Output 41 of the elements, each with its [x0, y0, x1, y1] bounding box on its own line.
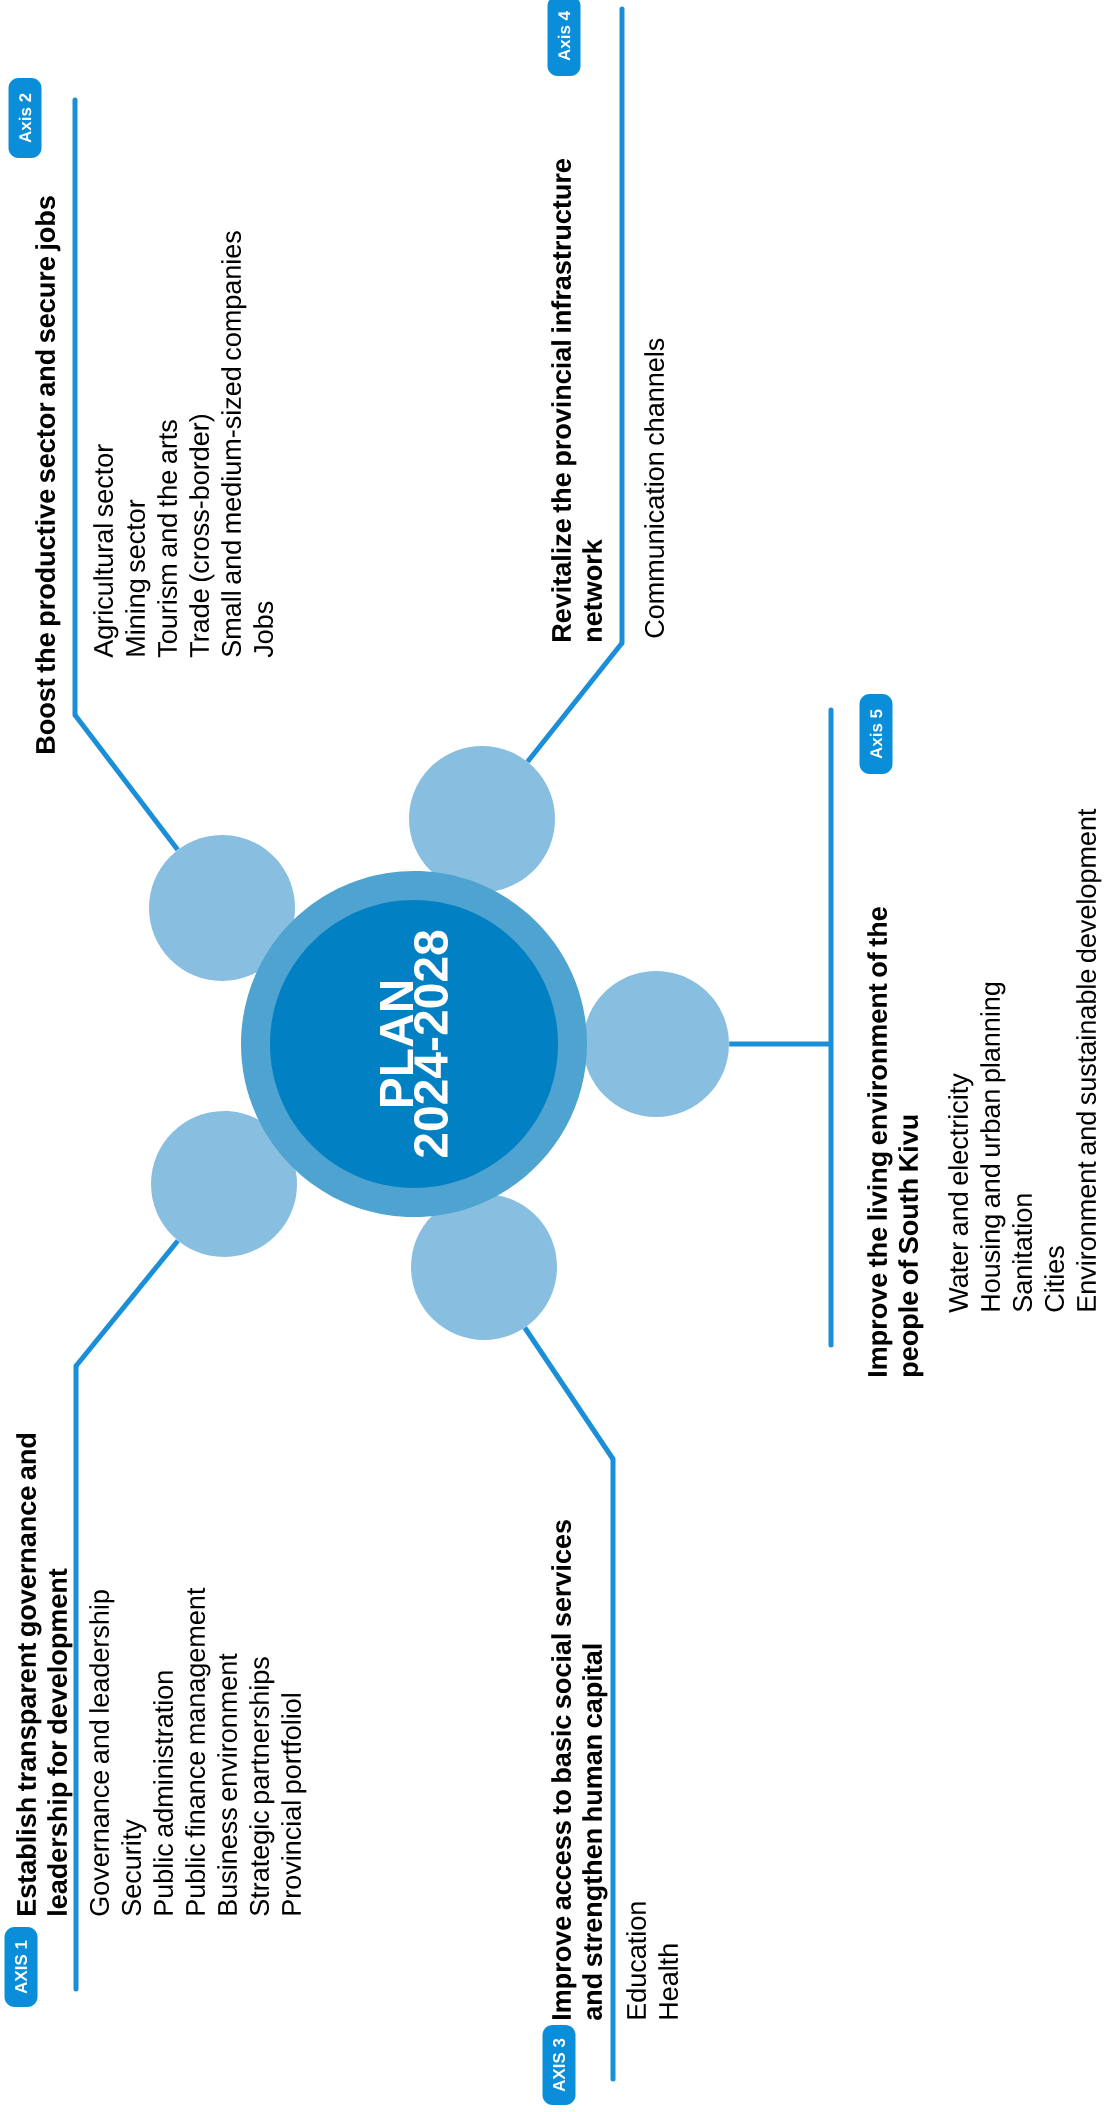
sub-item: Health — [658, 1944, 679, 2019]
axis-badge: Axis 2 — [8, 78, 42, 158]
connector-line — [522, 1326, 616, 1461]
sub-item: Small and medium-sized companies — [221, 231, 247, 657]
bubble-circle — [411, 1194, 557, 1340]
sub-item: Tourism and the arts — [157, 420, 178, 658]
sub-item: Cities — [1044, 1246, 1065, 1312]
sub-item: Water and electricity — [948, 1073, 974, 1313]
axis-badge: Axis 5 — [859, 694, 893, 774]
connector-line — [73, 713, 180, 852]
sub-item: Agricultural sector — [93, 444, 119, 658]
sub-item: Strategic partnerships — [249, 1657, 275, 1916]
sub-item: Provincial portfoliol — [281, 1694, 307, 1915]
sub-item: Sanitation — [1012, 1194, 1033, 1312]
axis-title: Improve the living environment of the people of South Kivu — [867, 907, 924, 1376]
bubble-circle — [151, 1111, 297, 1257]
sub-item: Public finance management — [185, 1587, 211, 1915]
axis-title: Improve access to basic social services and strengthen human capital — [551, 1520, 608, 2020]
axis-title: Revitalize the provincial infrastructure network — [551, 159, 603, 641]
sub-item: Business environment — [217, 1653, 238, 1915]
sub-item: Environment and sustainable development — [1076, 808, 1102, 1311]
sub-item: Governance and leadership — [89, 1590, 115, 1916]
sub-item: Public administration — [153, 1671, 174, 1915]
axis-badge: Axis 4 — [547, 0, 581, 76]
axis-badge: AXIS 3 — [542, 2025, 576, 2105]
sub-item: Jobs — [253, 601, 274, 658]
connector-line — [525, 641, 624, 764]
bubble-circle — [583, 971, 729, 1117]
sub-item: Communication channels — [644, 338, 665, 638]
axis-title: Establish transparent governance and leadership for development — [16, 1433, 73, 1915]
axis-title: Boost the productive sector and secure jobs — [35, 196, 61, 753]
sub-item: Security — [121, 1819, 147, 1916]
sub-item: Trade (cross-border) — [189, 414, 215, 658]
sub-item: Mining sector — [125, 499, 151, 656]
sub-item: Housing and urban planning — [980, 982, 1006, 1311]
connector-line — [729, 1041, 831, 1047]
sub-item: Education — [626, 1902, 647, 2019]
bubble-circle — [409, 746, 555, 892]
connector-line — [74, 1239, 180, 1368]
axis-badge: AXIS 1 — [4, 1927, 38, 2007]
bubble-circle — [149, 835, 295, 981]
